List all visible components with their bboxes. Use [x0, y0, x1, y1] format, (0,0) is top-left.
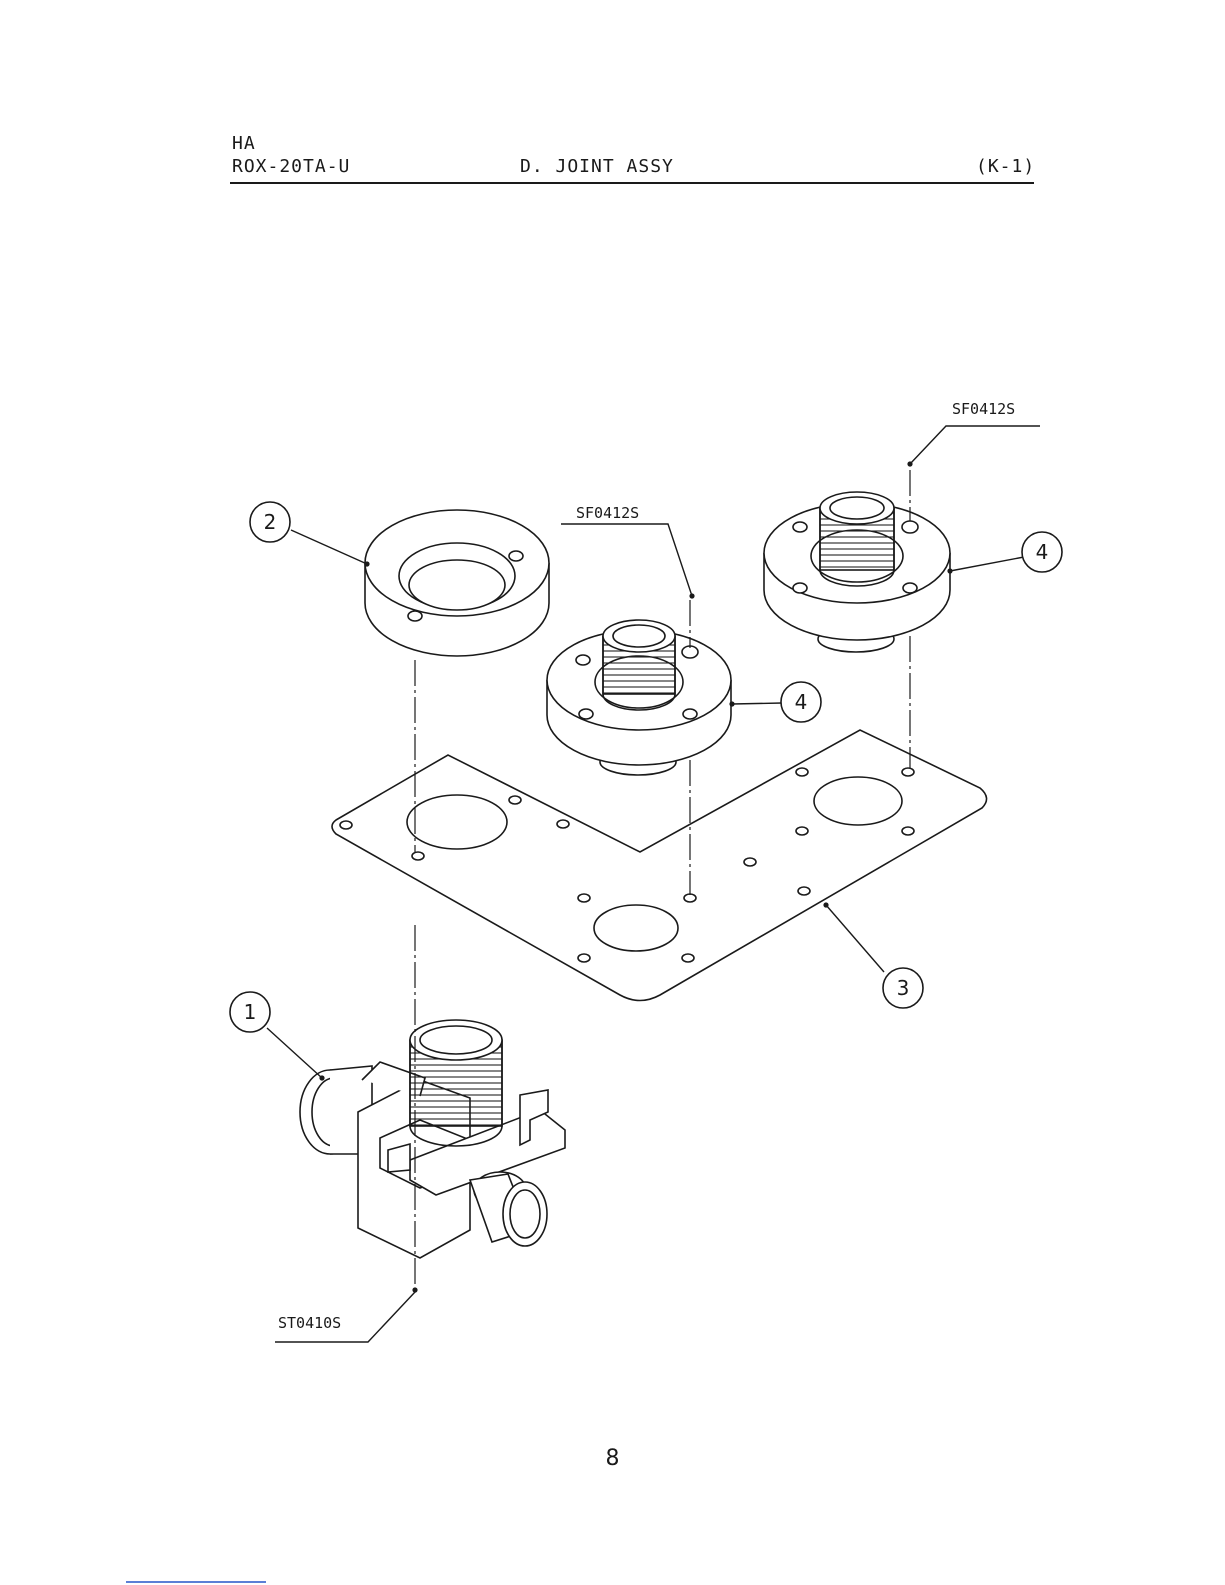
page-number: 8 [0, 1446, 1225, 1471]
svg-text:4: 4 [795, 690, 808, 714]
screw-label-bottom-left: ST0410S [278, 1314, 341, 1332]
solenoid-valve [300, 1020, 565, 1258]
svg-text:2: 2 [264, 510, 277, 534]
threaded-flange-center [547, 620, 731, 775]
callout-item-3: 3 [883, 968, 923, 1008]
threaded-flange-right [764, 492, 950, 652]
bottom-edge-line [126, 1581, 266, 1583]
callout-item-2: 2 [250, 502, 290, 542]
screw-label-center: SF0412S [576, 504, 639, 522]
screw-label-top-right: SF0412S [952, 400, 1015, 418]
callout-item-4-right: 4 [1022, 532, 1062, 572]
svg-text:1: 1 [244, 1000, 257, 1024]
svg-text:4: 4 [1036, 540, 1049, 564]
callout-item-4-center: 4 [781, 682, 821, 722]
svg-text:3: 3 [897, 976, 910, 1000]
callout-item-1: 1 [230, 992, 270, 1032]
ring-flange [365, 510, 549, 656]
